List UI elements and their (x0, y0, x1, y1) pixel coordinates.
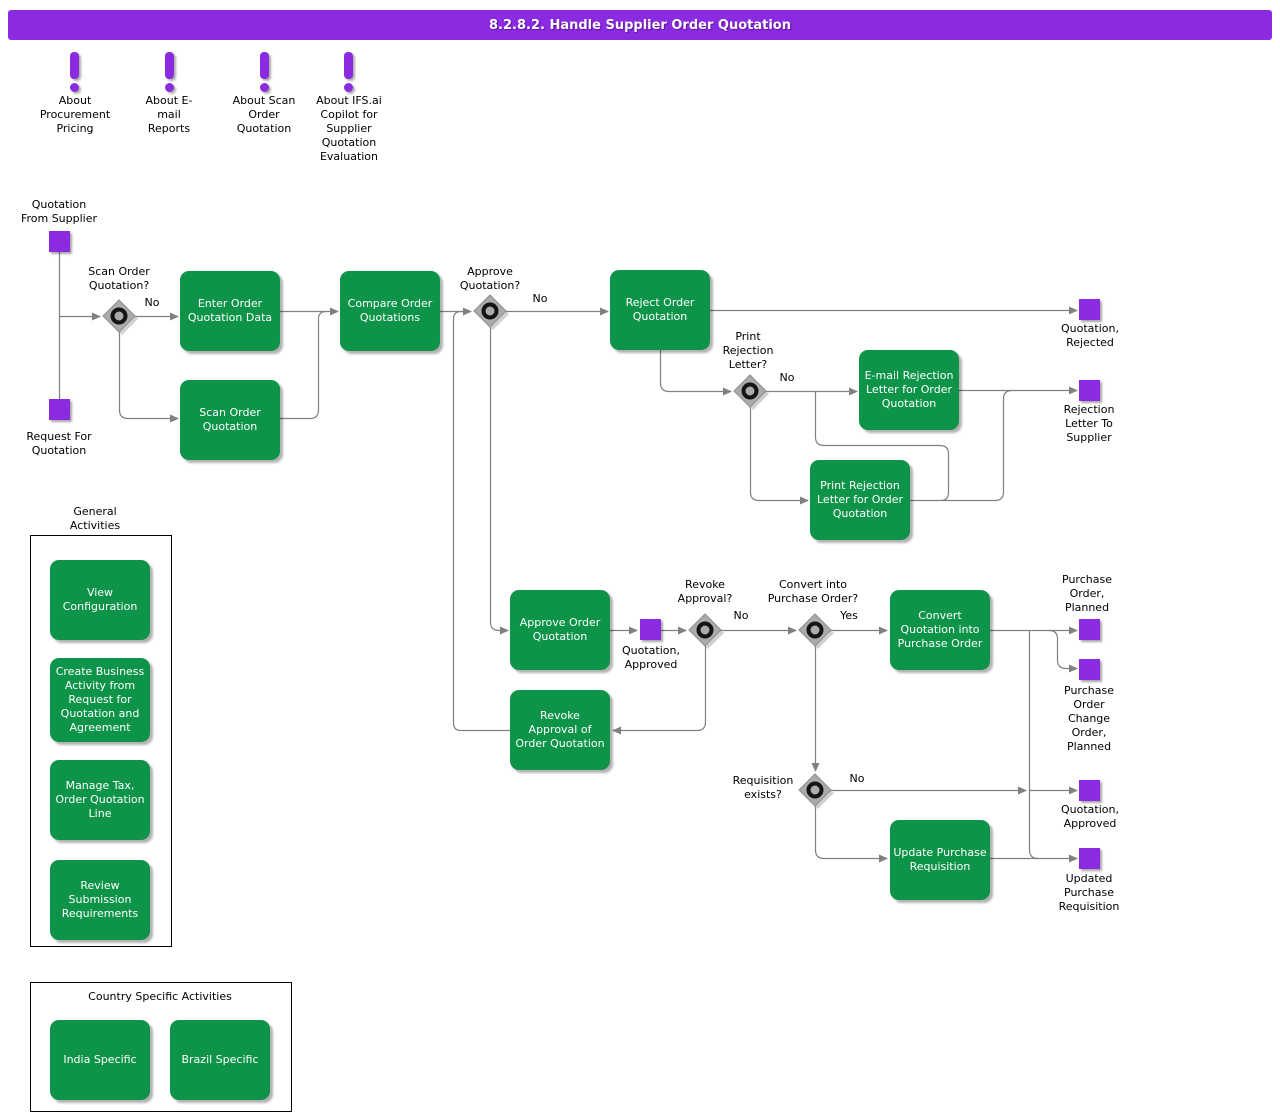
event-label: Request For Quotation (26, 430, 92, 457)
branch-label: Yes (840, 609, 858, 622)
connector (489, 327, 509, 635)
task-revoke-approval-of-order-quotation[interactable]: Revoke Approval of Order Quotation (510, 690, 610, 770)
branch-label: No (779, 371, 795, 384)
connector (1048, 629, 1078, 673)
event-purchase-order-change-order-planned[interactable] (1079, 659, 1100, 680)
event-quotation-approved[interactable] (640, 619, 661, 640)
task-review-submission-requirements[interactable]: Review Submission Requirements (50, 860, 150, 940)
event-quotation-from-supplier[interactable] (49, 231, 70, 252)
gateway-marker (806, 781, 824, 799)
connector (612, 646, 707, 735)
task-manage-tax-order-quotation-line[interactable]: Manage Tax, Order Quotation Line (50, 760, 150, 840)
group-title-general-activities: General Activities (69, 505, 121, 532)
info-note-label[interactable]: About E- mail Reports (145, 94, 193, 135)
gateway-question: Print Rejection Letter? (722, 330, 774, 371)
gateway-print-rejection-letter[interactable] (733, 374, 769, 410)
event-label: Quotation, Approved (622, 644, 680, 671)
event-purchase-order-planned[interactable] (1079, 619, 1100, 640)
task-reject-order-quotation[interactable]: Reject Order Quotation (610, 270, 710, 350)
event-label: Quotation, Approved (1061, 803, 1119, 830)
event-label: Quotation, Rejected (1061, 322, 1119, 349)
connector (749, 407, 809, 505)
event-quotation-approved-final[interactable] (1079, 780, 1100, 801)
event-label: Rejection Letter To Supplier (1063, 403, 1115, 444)
gateway-question: Convert into Purchase Order? (767, 578, 859, 605)
task-view-configuration[interactable]: View Configuration (50, 560, 150, 640)
gateway-convert-into-purchase-order[interactable] (798, 613, 834, 649)
task-convert-quotation-into-purchase-order[interactable]: Convert Quotation into Purchase Order (890, 590, 990, 670)
event-label: Purchase Order Change Order, Planned (1064, 684, 1114, 753)
connector (910, 389, 1013, 502)
gateway-question: Scan Order Quotation? (88, 265, 150, 292)
connector (452, 310, 510, 732)
gateway-question: Requisition exists? (732, 774, 794, 801)
gateway-question: Revoke Approval? (677, 578, 733, 605)
branch-label: No (144, 296, 160, 309)
event-label: Updated Purchase Requisition (1058, 872, 1120, 913)
info-note-label[interactable]: About Procurement Pricing (39, 94, 111, 135)
gateway-marker (481, 302, 499, 320)
connector (814, 806, 888, 863)
connector (659, 350, 732, 396)
gateway-marker (110, 307, 128, 325)
info-note-icon[interactable] (70, 52, 79, 92)
group-title-country-specific-activities: Country Specific Activities (88, 990, 232, 1003)
connector (280, 310, 327, 420)
task-email-rejection-letter[interactable]: E-mail Rejection Letter for Order Quotat… (859, 350, 959, 430)
gateway-scan-order-quotation[interactable] (102, 299, 138, 335)
connector (814, 391, 950, 502)
gateway-revoke-approval[interactable] (688, 613, 724, 649)
task-enter-order-quotation-data[interactable]: Enter Order Quotation Data (180, 271, 280, 351)
task-brazil-specific[interactable]: Brazil Specific (170, 1020, 270, 1100)
task-scan-order-quotation[interactable]: Scan Order Quotation (180, 380, 280, 460)
gateway-marker (806, 621, 824, 639)
gateway-marker (741, 382, 759, 400)
gateway-marker (696, 621, 714, 639)
info-note-label[interactable]: About IFS.ai Copilot for Supplier Quotat… (316, 94, 382, 163)
event-request-for-quotation[interactable] (49, 399, 70, 420)
task-print-rejection-letter[interactable]: Print Rejection Letter for Order Quotati… (810, 460, 910, 540)
event-label: Quotation From Supplier (20, 198, 98, 225)
event-label: Purchase Order, Planned (1062, 573, 1112, 614)
task-india-specific[interactable]: India Specific (50, 1020, 150, 1100)
task-create-business-activity[interactable]: Create Business Activity from Request fo… (50, 658, 150, 742)
branch-label: No (733, 609, 749, 622)
event-rejection-letter-to-supplier[interactable] (1079, 380, 1100, 401)
gateway-question: Approve Quotation? (459, 265, 521, 292)
info-note-icon[interactable] (260, 52, 269, 92)
branch-label: No (532, 292, 548, 305)
branch-label: No (849, 772, 865, 785)
task-update-purchase-requisition[interactable]: Update Purchase Requisition (890, 820, 990, 900)
connector (118, 331, 179, 423)
info-note-label[interactable]: About Scan Order Quotation (232, 94, 296, 135)
event-updated-purchase-requisition[interactable] (1079, 848, 1100, 869)
connector (1028, 630, 1039, 860)
event-quotation-rejected[interactable] (1079, 299, 1100, 320)
task-compare-order-quotations[interactable]: Compare Order Quotations (340, 271, 440, 351)
gateway-approve-quotation[interactable] (473, 294, 509, 330)
page-title: 8.2.8.2. Handle Supplier Order Quotation (8, 10, 1272, 40)
info-note-icon[interactable] (344, 52, 353, 92)
gateway-requisition-exists[interactable] (798, 773, 834, 809)
flow-connectors (58, 252, 1078, 863)
info-note-icon[interactable] (165, 52, 174, 92)
task-approve-order-quotation[interactable]: Approve Order Quotation (510, 590, 610, 670)
